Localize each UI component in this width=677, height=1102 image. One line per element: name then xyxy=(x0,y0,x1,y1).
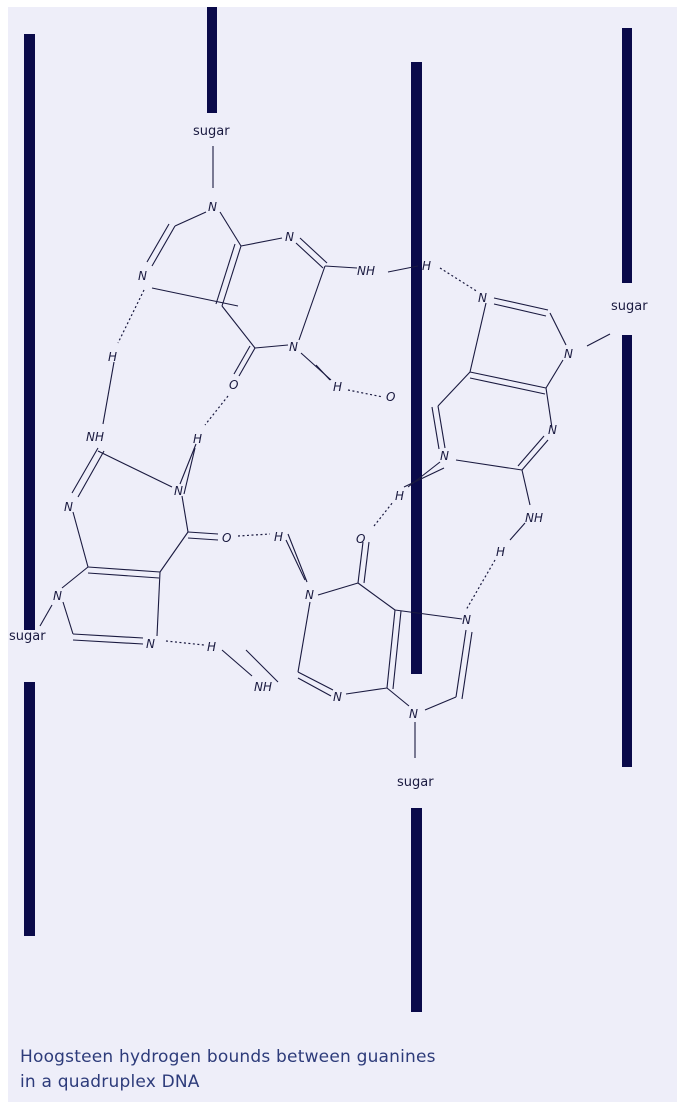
backbone-strands xyxy=(24,7,632,1012)
atom-h: H xyxy=(207,640,216,654)
strand-top-left-lower xyxy=(24,682,35,936)
figure-caption: Hoogsteen hydrogen bounds between guanin… xyxy=(20,1045,620,1095)
atom-n: N xyxy=(462,613,471,627)
atom-h: H xyxy=(395,489,404,503)
atom-h: H xyxy=(108,350,117,364)
atom-o: O xyxy=(356,532,365,546)
atom-n: N xyxy=(409,707,418,721)
atom-n: N xyxy=(174,484,183,498)
strand-top-center xyxy=(207,7,217,113)
sugar-label-left: sugar xyxy=(9,629,46,644)
atom-o: O xyxy=(222,531,231,545)
atom-nh: NH xyxy=(254,680,272,694)
strand-right-upper xyxy=(622,28,632,283)
atom-n: N xyxy=(478,291,487,305)
atom-h: H xyxy=(496,545,505,559)
strand-center xyxy=(411,62,422,674)
atom-h: H xyxy=(193,432,202,446)
atom-n: N xyxy=(53,589,62,603)
atom-o: O xyxy=(229,378,238,392)
atom-n: N xyxy=(564,347,573,361)
atom-h: H xyxy=(422,259,431,273)
atom-nh: NH xyxy=(357,264,375,278)
covalent-bonds xyxy=(39,146,611,758)
sugar-label-right: sugar xyxy=(611,299,648,314)
atom-h: H xyxy=(274,530,283,544)
atom-labels: N N N NH H N N N H O H O N NH H N N H N … xyxy=(53,200,573,721)
strand-top-left-upper xyxy=(24,34,35,630)
atom-nh: NH xyxy=(86,430,104,444)
atom-n: N xyxy=(208,200,217,214)
strand-bottom-center xyxy=(411,808,422,1012)
caption-line-2: in a quadruplex DNA xyxy=(20,1072,200,1092)
atom-o: O xyxy=(386,390,395,404)
hydrogen-bonds xyxy=(102,265,526,677)
atom-n: N xyxy=(285,230,294,244)
atom-n: N xyxy=(305,588,314,602)
atom-n: N xyxy=(333,690,342,704)
caption-line-1: Hoogsteen hydrogen bounds between guanin… xyxy=(20,1047,436,1067)
atom-n: N xyxy=(146,637,155,651)
atom-n: N xyxy=(64,500,73,514)
quadruplex-diagram: N N N NH H N N N H O H O N NH H N N H N … xyxy=(9,7,648,1012)
sugar-labels: sugar sugar sugar sugar xyxy=(9,124,648,790)
atom-n: N xyxy=(440,449,449,463)
sugar-label-top: sugar xyxy=(193,124,230,139)
atom-n: N xyxy=(138,269,147,283)
atom-nh: NH xyxy=(525,511,543,525)
atom-n: N xyxy=(289,340,298,354)
atom-h: H xyxy=(333,380,342,394)
atom-n: N xyxy=(548,423,557,437)
figure-panel xyxy=(8,7,677,1102)
strand-right-lower xyxy=(622,335,632,767)
sugar-label-bottom: sugar xyxy=(397,775,434,790)
